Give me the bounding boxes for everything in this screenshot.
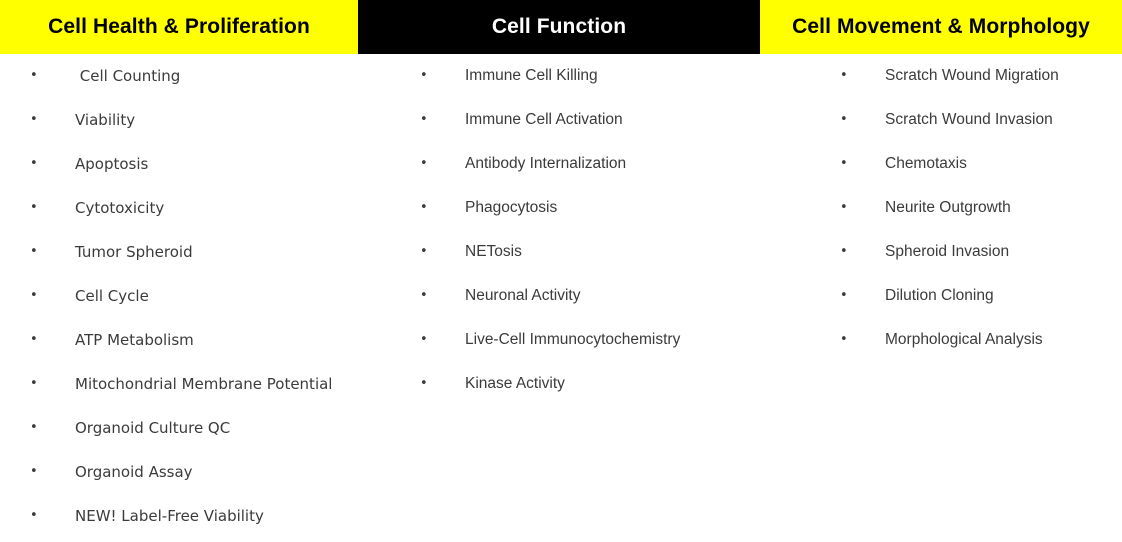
assay-list-item[interactable]: • Neurite Outgrowth xyxy=(840,186,1122,230)
assay-list-item-label: Cell Cycle xyxy=(75,287,149,305)
bullet-icon: • xyxy=(420,200,428,215)
assay-list-item-label: Kinase Activity xyxy=(465,375,565,392)
assay-list-item-label: Cell Counting xyxy=(75,67,181,85)
assay-list-cell-movement-morphology: • Scratch Wound Migration • Scratch Wound I… xyxy=(840,54,1122,362)
assay-list-item-label: Immune Cell Activation xyxy=(465,111,623,128)
bullet-icon: • xyxy=(840,68,848,83)
bullet-icon: • xyxy=(30,200,38,215)
bullet-icon: • xyxy=(840,244,848,259)
assay-list-item[interactable]: • Dilution Cloning xyxy=(840,274,1122,318)
assay-list-item-label: Live-Cell Immunocytochemistry xyxy=(465,331,681,348)
assay-list-item[interactable]: • Viability xyxy=(30,98,370,142)
bullet-icon: • xyxy=(30,68,38,83)
assay-list-item-label: NETosis xyxy=(465,243,522,260)
assay-list-item-label: Spheroid Invasion xyxy=(885,243,1010,260)
assay-list-item-label: Cytotoxicity xyxy=(75,199,165,217)
assay-list-item[interactable]: • ATP Metabolism xyxy=(30,318,370,362)
assay-list-item-label: Dilution Cloning xyxy=(885,287,994,304)
category-header-cell-cell-health-proliferation: Cell Health & Proliferation xyxy=(0,0,358,54)
bullet-icon: • xyxy=(30,508,38,523)
assay-list-cell-function: • Immune Cell Killing • Immune Cell Activat… xyxy=(420,54,770,406)
assay-list-item[interactable]: • Cell Cycle xyxy=(30,274,370,318)
category-header-title-1: Cell Health & Proliferation xyxy=(48,15,310,38)
bullet-icon: • xyxy=(420,332,428,347)
category-header-cell-cell-function: Cell Function xyxy=(358,0,760,54)
assay-list-item[interactable]: • Mitochondrial Membrane Potential xyxy=(30,362,370,406)
assay-list-item[interactable]: • Cell Counting xyxy=(30,54,370,98)
bullet-icon: • xyxy=(30,420,38,435)
assay-list-item-label: Organoid Culture QC xyxy=(75,419,231,437)
assay-list-item[interactable]: • Kinase Activity xyxy=(420,362,770,406)
assay-list-item-label: Scratch Wound Invasion xyxy=(885,111,1053,128)
assay-list-item[interactable]: • Live-Cell Immunocytochemistry xyxy=(420,318,770,362)
assay-list-item-label: Phagocytosis xyxy=(465,199,558,216)
assay-list-item[interactable]: • Chemotaxis xyxy=(840,142,1122,186)
assay-list-item[interactable]: • Scratch Wound Migration xyxy=(840,54,1122,98)
bullet-icon: • xyxy=(30,112,38,127)
column-cell-health-proliferation: • Cell Counting•Viability•Apoptosis•Cyto… xyxy=(30,54,370,538)
assay-list-item-label: Organoid Assay xyxy=(75,463,193,481)
bullet-icon: • xyxy=(30,464,38,479)
column-cell-function: • Immune Cell Killing • Immune Cell Activat… xyxy=(420,54,770,406)
assay-list-item-label: Antibody Internalization xyxy=(465,155,627,172)
assay-list-item-label: Tumor Spheroid xyxy=(75,243,193,261)
bullet-icon: • xyxy=(420,112,428,127)
bullet-icon: • xyxy=(420,156,428,171)
assay-list-item[interactable]: • NEW! Label-Free Viability xyxy=(30,494,370,538)
assay-list-item[interactable]: • Morphological Analysis xyxy=(840,318,1122,362)
assay-list-item-label: ATP Metabolism xyxy=(75,331,194,349)
bullet-icon: • xyxy=(420,376,428,391)
assay-list-item[interactable]: • Cytotoxicity xyxy=(30,186,370,230)
assay-list-item[interactable]: • Phagocytosis xyxy=(420,186,770,230)
assay-list-item[interactable]: • Tumor Spheroid xyxy=(30,230,370,274)
assay-list-item[interactable]: • NETosis xyxy=(420,230,770,274)
bullet-icon: • xyxy=(420,288,428,303)
assay-list-item-label: Chemotaxis xyxy=(885,155,967,172)
category-header-cell-cell-movement-morphology: Cell Movement & Morphology xyxy=(760,0,1122,54)
assay-list-item-label: Apoptosis xyxy=(75,155,149,173)
bullet-icon: • xyxy=(840,200,848,215)
category-columns: • Cell Counting•Viability•Apoptosis•Cyto… xyxy=(0,54,1122,542)
bullet-icon: • xyxy=(840,288,848,303)
assay-list-item[interactable]: • Apoptosis xyxy=(30,142,370,186)
bullet-icon: • xyxy=(30,156,38,171)
assay-list-item[interactable]: • Organoid Culture QC xyxy=(30,406,370,450)
bullet-icon: • xyxy=(30,288,38,303)
assay-list-item-label: Morphological Analysis xyxy=(885,331,1043,348)
assay-list-item-label: NEW! Label-Free Viability xyxy=(75,507,264,525)
assay-list-item[interactable]: • Immune Cell Activation xyxy=(420,98,770,142)
assay-list-item-label: Viability xyxy=(75,111,136,129)
assay-list-item[interactable]: • Spheroid Invasion xyxy=(840,230,1122,274)
assay-list-item[interactable]: • Organoid Assay xyxy=(30,450,370,494)
bullet-icon: • xyxy=(420,68,428,83)
category-header-row: Cell Health & Proliferation Cell Functio… xyxy=(0,0,1122,54)
assay-list-item[interactable]: • Scratch Wound Invasion xyxy=(840,98,1122,142)
assay-list-item-label: Scratch Wound Migration xyxy=(885,67,1059,84)
assay-list-item[interactable]: • Immune Cell Killing xyxy=(420,54,770,98)
column-cell-movement-morphology: • Scratch Wound Migration • Scratch Wound I… xyxy=(840,54,1122,362)
category-header-title-2: Cell Function xyxy=(491,15,627,38)
bullet-icon: • xyxy=(840,332,848,347)
assay-list-item[interactable]: • Antibody Internalization xyxy=(420,142,770,186)
assay-list-item-label: Immune Cell Killing xyxy=(465,67,598,84)
bullet-icon: • xyxy=(420,244,428,259)
bullet-icon: • xyxy=(30,332,38,347)
bullet-icon: • xyxy=(840,112,848,127)
assay-list-item[interactable]: • Neuronal Activity xyxy=(420,274,770,318)
assay-list-item-label: Neurite Outgrowth xyxy=(885,199,1011,216)
assay-list-item-label: Mitochondrial Membrane Potential xyxy=(75,375,333,393)
bullet-icon: • xyxy=(30,376,38,391)
bullet-icon: • xyxy=(30,244,38,259)
category-header-title-3: Cell Movement & Morphology xyxy=(792,15,1090,38)
bullet-icon: • xyxy=(840,156,848,171)
assay-list-item-label: Neuronal Activity xyxy=(465,287,581,304)
assay-list-cell-health-proliferation: • Cell Counting•Viability•Apoptosis•Cyto… xyxy=(30,54,370,538)
